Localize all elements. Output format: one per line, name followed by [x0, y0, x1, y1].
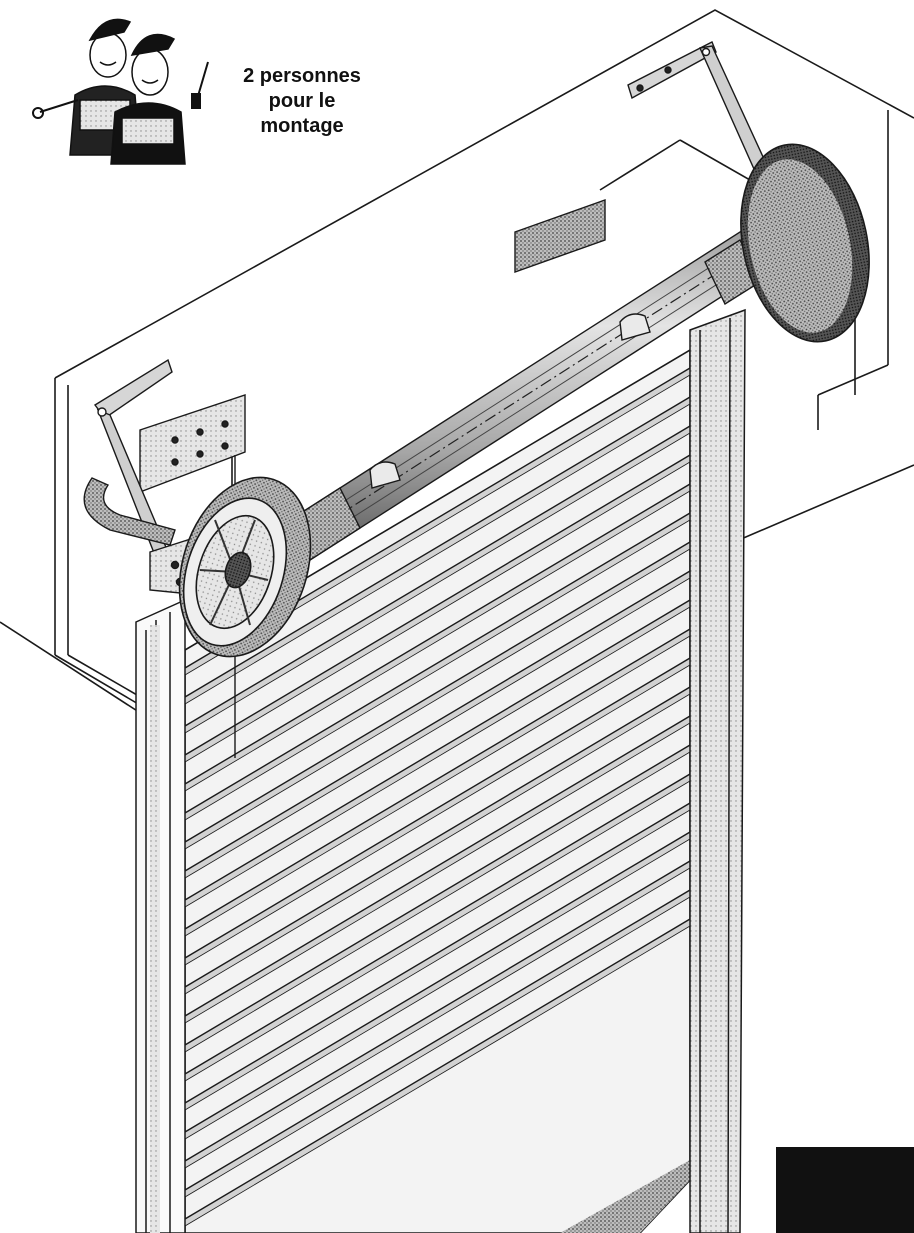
slat-edge [185, 831, 690, 1133]
slat-groove-line [185, 432, 690, 734]
shutter-slat [185, 658, 690, 965]
slat-groove-line [185, 867, 690, 1169]
left-drum-pulley [178, 476, 312, 658]
slat-groove-line [185, 809, 690, 1111]
slat-groove-line [185, 577, 690, 879]
slat-groove-line [185, 461, 690, 763]
shutter-slat [185, 542, 690, 849]
caption-line-3: montage [260, 115, 344, 137]
slat-groove-line [185, 606, 690, 908]
caption-line-1: 2 personnes [243, 65, 361, 87]
slat-edge [185, 889, 690, 1191]
slat-edge [185, 715, 690, 1017]
shutter-slat [185, 919, 690, 1226]
shutter-slat [185, 397, 690, 704]
slat-edge [185, 918, 690, 1220]
caption-line-2: pour le [268, 90, 336, 112]
slat-groove-line [185, 635, 690, 937]
slat-edge [185, 396, 690, 698]
slat-groove-line [185, 722, 690, 1024]
shutter-slat [185, 861, 690, 1168]
shutter-slat [185, 455, 690, 762]
slat-groove-line [185, 751, 690, 1053]
slat-groove-line [185, 403, 690, 705]
slat-groove-line [185, 664, 690, 966]
shutter-slat [185, 368, 690, 675]
right-guide-rail [689, 308, 746, 1233]
slat-groove-line [185, 925, 690, 1227]
slat-edge [185, 628, 690, 930]
slat-groove-line [185, 519, 690, 821]
slat-edge [185, 570, 690, 872]
shutter-slat [185, 716, 690, 1023]
right-mounting-bracket [514, 41, 771, 273]
slat-groove-line [185, 548, 690, 850]
slat-edge [185, 860, 690, 1162]
left-guide-rail [135, 598, 186, 1233]
shutter-slat [185, 832, 690, 1139]
shutter-slat [185, 687, 690, 994]
shutter-slat [185, 426, 690, 733]
shutter-slat [185, 774, 690, 1081]
shutter-slat [185, 571, 690, 878]
slat-groove-line [185, 896, 690, 1198]
assembly-caption: 2 personnes pour le montage [222, 64, 382, 139]
shutter-slat [185, 629, 690, 936]
slat-edge [185, 802, 690, 1104]
shutter-curtain [184, 348, 691, 1233]
shutter-slat [185, 513, 690, 820]
spanner-icon [32, 99, 79, 119]
slat-groove-line [185, 838, 690, 1140]
slat-edge [185, 773, 690, 1075]
slat-edge [185, 425, 690, 727]
two-workers-with-tools-icon [69, 18, 186, 165]
slat-groove-line [185, 490, 690, 792]
slat-edge [185, 657, 690, 959]
shutter-slat [185, 745, 690, 1052]
shutter-slat [185, 803, 690, 1110]
shutter-slat [185, 484, 690, 791]
screwdriver-icon [191, 61, 209, 109]
slat-edge [185, 686, 690, 988]
slat-edge [185, 483, 690, 785]
shutter-slat [185, 600, 690, 907]
slat-edge [185, 454, 690, 756]
slat-edge [185, 599, 690, 901]
slat-edge [185, 512, 690, 814]
right-end-disc [740, 143, 870, 343]
slat-edge [185, 541, 690, 843]
slat-edge [185, 744, 690, 1046]
slat-groove-line [185, 780, 690, 1082]
corner-black-block [776, 1147, 914, 1233]
slat-groove-line [185, 693, 690, 995]
shutter-slat [185, 890, 690, 1197]
